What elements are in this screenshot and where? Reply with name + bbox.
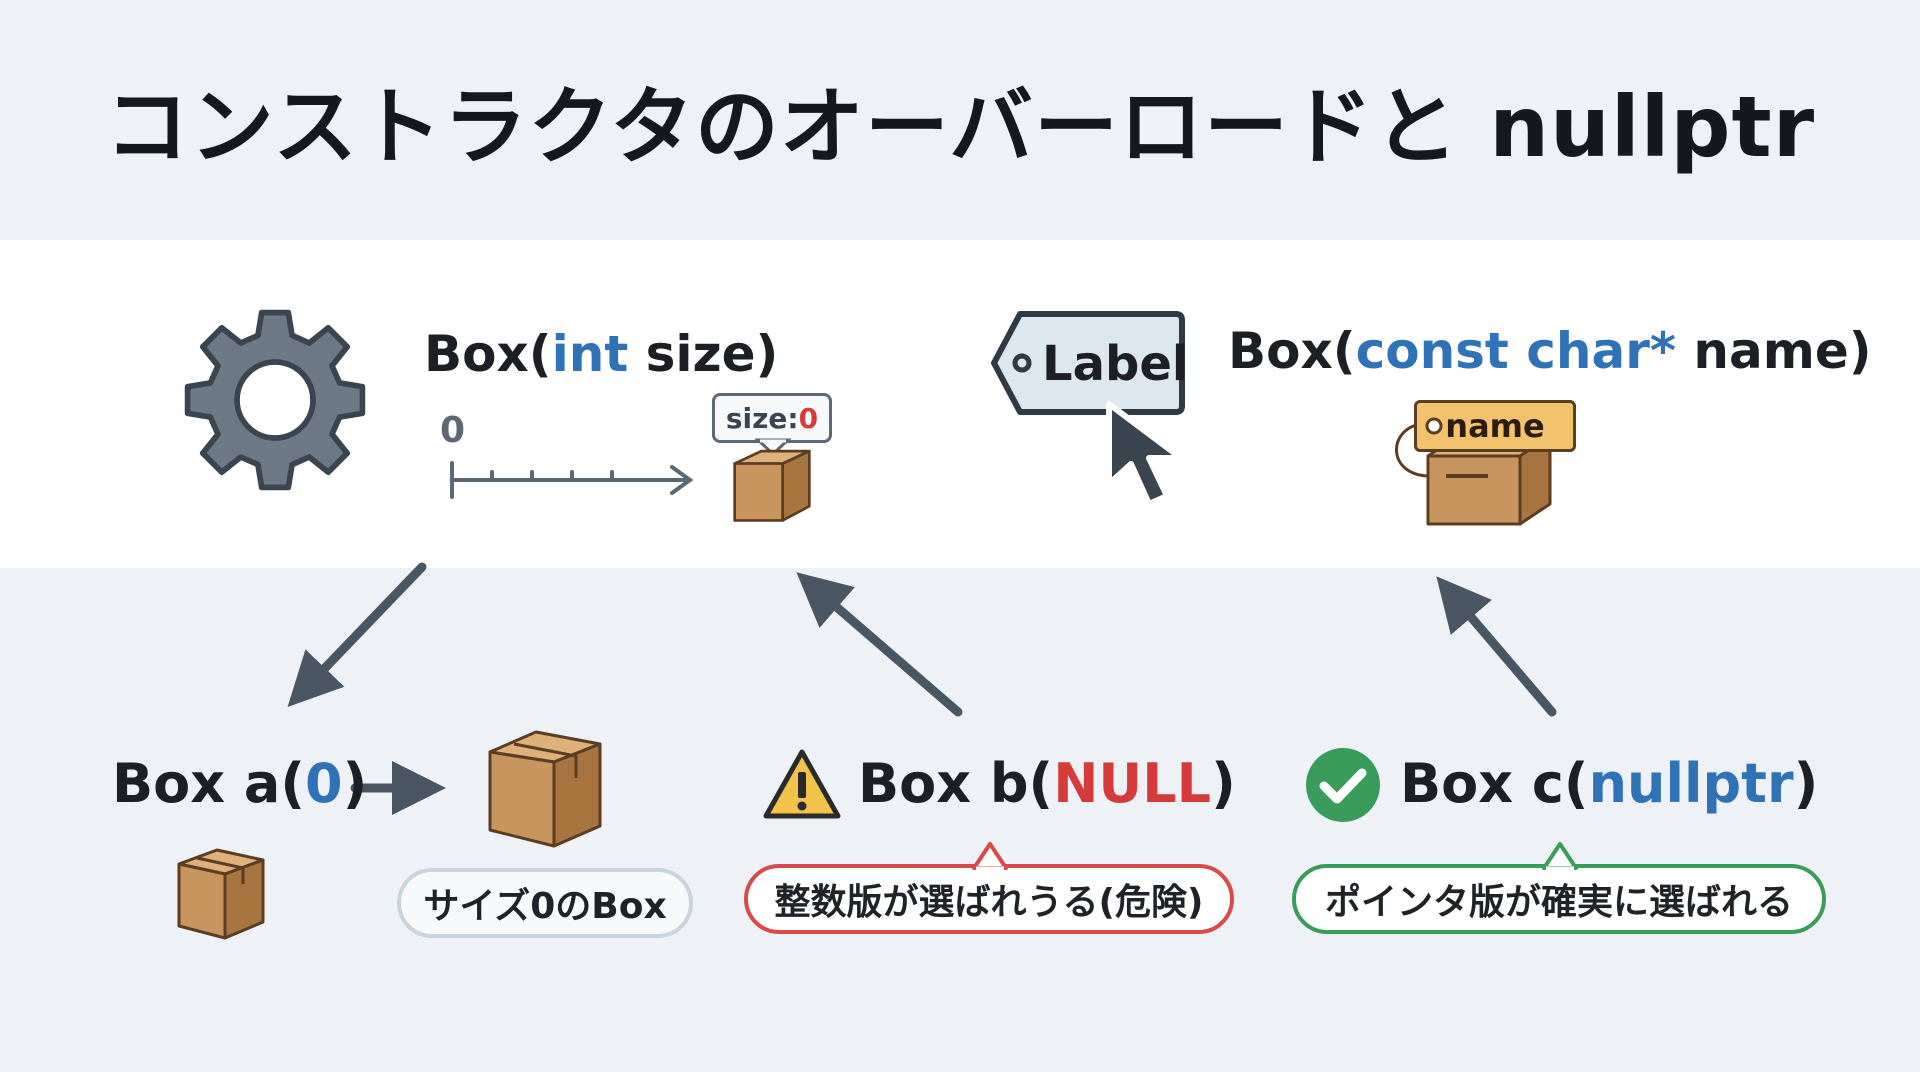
label-tag-icon	[991, 311, 1185, 415]
arrow-int-to-a	[287, 562, 427, 707]
string-constructor-signature: Box(const char* name)	[1228, 322, 1872, 380]
number-line-arrow-icon	[450, 461, 694, 499]
note-a-text: サイズ0のBox	[423, 886, 667, 927]
call-b-prefix: Box b(	[858, 752, 1054, 815]
axis-zero-label: 0	[440, 410, 466, 451]
call-c-prefix: Box c(	[1400, 752, 1589, 815]
sig-rest: size)	[628, 325, 779, 383]
sig-rest: name)	[1676, 322, 1872, 380]
call-a-arg: 0	[305, 752, 343, 815]
label-tag-text: Label	[1042, 336, 1189, 392]
call-a-suffix: )	[342, 752, 368, 815]
call-c-arg: nullptr	[1588, 752, 1794, 815]
cursor-icon	[1106, 401, 1184, 507]
call-box-a: Box a(0)	[112, 752, 367, 815]
sig-type-char-ptr: const char*	[1355, 322, 1677, 380]
call-b-arg: NULL	[1053, 752, 1212, 815]
call-c-suffix: )	[1793, 752, 1819, 815]
note-c-pointer-icon	[1542, 842, 1578, 872]
page-title: コンストラクタのオーバーロードと nullptr	[104, 78, 1816, 176]
size-tag-pointer-icon	[754, 438, 792, 457]
note-box-a: サイズ0のBox	[397, 868, 693, 938]
name-tag-text: name	[1445, 407, 1545, 445]
warning-icon	[763, 749, 841, 819]
note-b-text: 整数版が選ばれうる(危険)	[774, 882, 1204, 923]
box-icon	[488, 730, 602, 848]
size-tag: size: 0	[712, 393, 832, 443]
arrow-b-to-int	[796, 572, 963, 717]
sig-prefix: Box(	[1228, 322, 1356, 380]
box-icon	[733, 449, 811, 522]
arrow-c-to-string	[1436, 576, 1557, 717]
size-tag-value: 0	[798, 401, 819, 435]
box-icon	[177, 848, 265, 940]
note-box-b: 整数版が選ばれうる(危険)	[744, 864, 1234, 934]
size-tag-key: size:	[725, 401, 799, 435]
call-a-prefix: Box a(	[112, 752, 306, 815]
call-box-c: Box c(nullptr)	[1400, 752, 1818, 815]
note-c-text: ポインタ版が確実に選ばれる	[1324, 882, 1793, 923]
sig-type-int: int	[551, 325, 629, 383]
note-b-pointer-icon	[972, 842, 1008, 872]
check-circle-icon	[1306, 748, 1380, 822]
call-box-b: Box b(NULL)	[858, 752, 1236, 815]
int-constructor-signature: Box(int size)	[424, 325, 778, 383]
call-b-suffix: )	[1211, 752, 1236, 815]
note-box-c: ポインタ版が確実に選ばれる	[1292, 864, 1826, 934]
name-tag-hole-icon	[1425, 417, 1443, 435]
sig-prefix: Box(	[424, 325, 552, 383]
gear-icon	[184, 309, 366, 491]
